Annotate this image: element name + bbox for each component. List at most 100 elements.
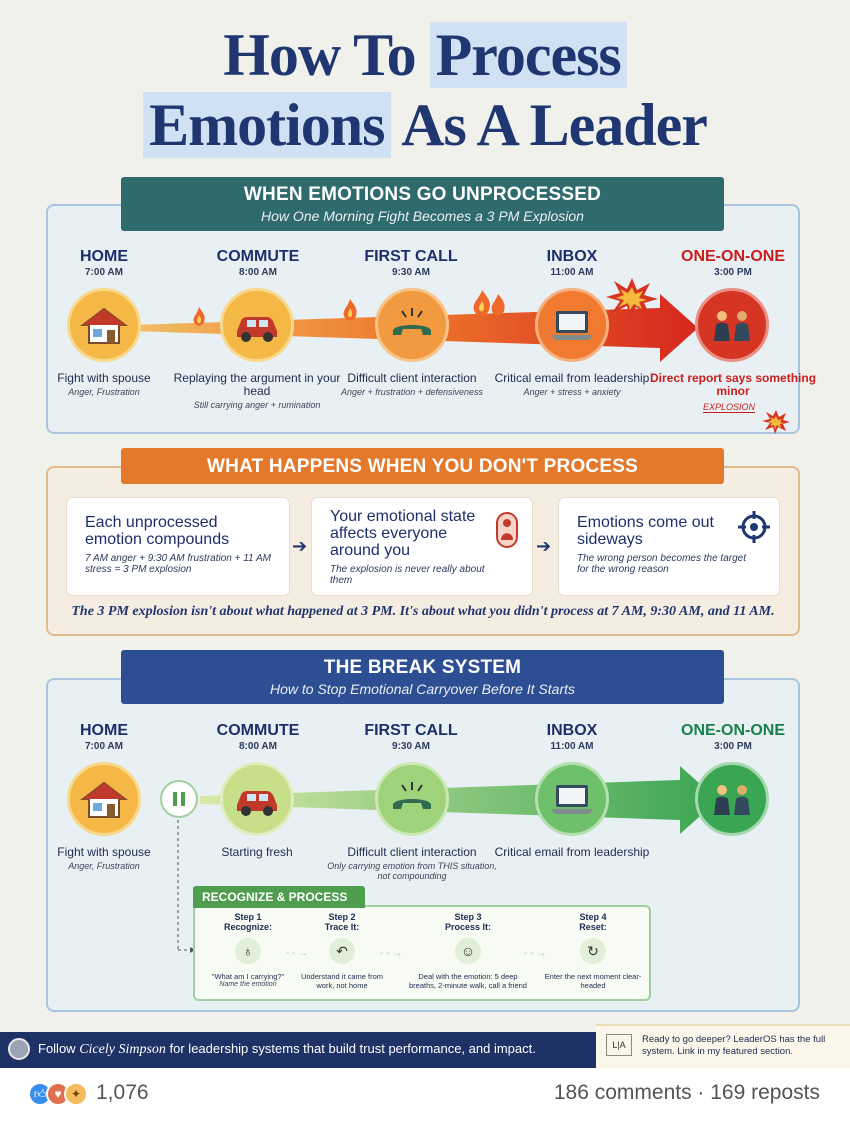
stage-emotion: Still carrying anger + rumination: [193, 400, 321, 410]
lightbulb-icon: ♁: [235, 938, 261, 964]
laptop-icon: [535, 762, 609, 836]
step-number: Step 3: [454, 912, 482, 922]
arrow-right-icon: ➔: [292, 536, 308, 556]
stage-desc: Replaying the argument in your head: [173, 371, 341, 398]
author-name[interactable]: Cicely Simpson: [79, 1042, 166, 1057]
follow-suffix: for leadership systems that build trust …: [165, 1041, 536, 1056]
stage-time: 3:00 PM: [714, 267, 752, 278]
card-title: Each unprocessed emotion compounds: [85, 514, 230, 548]
break-home-desc: Fight with spouse Anger, Frustration: [19, 845, 189, 872]
dashed-connector: [177, 820, 195, 953]
break-inbox-desc: Critical email from leadership: [487, 846, 657, 859]
flame-icon: [343, 299, 357, 321]
stage-time: 8:00 AM: [239, 267, 277, 278]
step-recognize: Step 1 Recognize: ♁ "What am I carrying?…: [198, 912, 298, 988]
section-title: THE BREAK SYSTEM: [323, 657, 522, 678]
stage-desc: Difficult client interaction: [347, 371, 477, 385]
stage-desc: Fight with spouse: [57, 845, 151, 859]
stage-time: 7:00 AM: [85, 267, 123, 278]
break-stage-inbox: INBOX 11:00 AM: [502, 722, 642, 752]
break-stage-one-on-one: ONE-ON-ONE 3:00 PM: [663, 722, 803, 752]
step-label: Trace It:: [324, 922, 360, 932]
stage-first-call-desc: Difficult client interaction Anger + fru…: [327, 371, 497, 398]
stage-name: ONE-ON-ONE: [681, 722, 785, 739]
stage-name: HOME: [80, 722, 128, 739]
break-stage-commute: COMMUTE 8:00 AM: [188, 722, 328, 752]
break-stage-home: HOME 7:00 AM: [34, 722, 174, 752]
arrow-right-icon: ➔: [536, 536, 552, 556]
stage-desc: Difficult client interaction: [347, 845, 477, 859]
laptop-icon: [535, 288, 609, 362]
stage-one-on-one: ONE-ON-ONE 3:00 PM: [663, 248, 803, 278]
step-desc: Deal with the emotion: 5 deep breaths, 2…: [409, 972, 527, 990]
explosion-icon: [606, 278, 658, 318]
card-title: Your emotional state affects everyone ar…: [330, 508, 476, 559]
flame-icon: [473, 290, 505, 316]
title-highlight: Process: [429, 22, 627, 88]
title-text: As A Leader: [390, 92, 708, 158]
break-stage-first-call: FIRST CALL 9:30 AM: [341, 722, 481, 752]
follow-prefix: Follow: [38, 1041, 80, 1056]
stage-name: FIRST CALL: [364, 722, 458, 739]
step-number: Step 1: [234, 912, 262, 922]
car-icon: [220, 762, 294, 836]
stage-name: ONE-ON-ONE: [681, 248, 785, 265]
section-title: WHEN EMOTIONS GO UNPROCESSED: [243, 184, 602, 205]
stage-name: COMMUTE: [216, 248, 300, 265]
stage-desc: Critical email from leadership: [494, 845, 650, 859]
step-trace: Step 2 Trace It: ↶ Understand it came fr…: [292, 912, 392, 990]
title-highlight: Emotions: [143, 92, 391, 158]
stage-home-desc: Fight with spouse Anger, Frustration: [19, 372, 189, 398]
section-subtitle: How to Stop Emotional Carryover Before I…: [269, 681, 575, 697]
break-first-call-desc: Difficult client interaction Only carryi…: [327, 845, 497, 882]
card-title: Emotions come out sideways: [577, 514, 714, 548]
stage-time: 11:00 AM: [550, 741, 594, 752]
stage-home: HOME 7:00 AM: [34, 248, 174, 278]
step-desc: "What am I carrying?": [211, 972, 285, 981]
step-arrow-icon: - - →: [286, 948, 309, 959]
stage-one-on-one-desc: Direct report says something minor: [648, 372, 818, 398]
avatar[interactable]: [8, 1038, 30, 1060]
break-commute-desc: Starting fresh: [172, 846, 342, 859]
step-label: Process It:: [444, 922, 492, 932]
stage-name: INBOX: [546, 722, 598, 739]
head-icon: ☺: [455, 938, 481, 964]
stage-time: 7:00 AM: [85, 741, 123, 752]
undo-arrow-icon: ↶: [329, 938, 355, 964]
stage-inbox: INBOX 11:00 AM: [502, 248, 642, 278]
lightbulb-icon: ✦: [64, 1082, 88, 1106]
step-label: Reset:: [579, 922, 607, 932]
cta-box: Ready to go deeper? LeaderOS has the ful…: [596, 1024, 850, 1068]
stage-time: 9:30 AM: [392, 267, 430, 278]
car-icon: [220, 288, 294, 362]
key-insight-quote: The 3 PM explosion isn't about what happ…: [71, 604, 775, 619]
stage-emotion: Anger, Frustration: [68, 387, 140, 397]
step-desc: Enter the next moment clear-headed: [544, 972, 642, 990]
stage-emotion: Anger + stress + anxiety: [523, 387, 621, 397]
unprocessed-banner: WHEN EMOTIONS GO UNPROCESSED How One Mor…: [121, 177, 724, 231]
comments-reposts-count[interactable]: 186 comments · 169 reposts: [553, 1081, 820, 1104]
stage-time: 9:30 AM: [392, 741, 430, 752]
target-icon: [738, 511, 770, 543]
title-text: How To: [223, 22, 430, 88]
recovery-arrow: [200, 766, 718, 834]
card-subtitle: The explosion is never really about them: [330, 564, 485, 586]
stage-emotion: Only carrying emotion from THIS situatio…: [327, 861, 497, 881]
stage-first-call: FIRST CALL 9:30 AM: [341, 248, 481, 278]
card-subtitle: The wrong person becomes the target for …: [577, 553, 746, 575]
step-number: Step 2: [328, 912, 356, 922]
step-process: Step 3 Process It: ☺ Deal with the emoti…: [404, 912, 532, 990]
page-title-line-2: Emotions As A Leader: [0, 92, 850, 158]
stage-emotion: Anger, Frustration: [68, 861, 140, 871]
stage-commute: COMMUTE 8:00 AM: [188, 248, 328, 278]
reaction-count[interactable]: 1,076: [96, 1081, 149, 1104]
recognize-process-title: RECOGNIZE & PROCESS: [193, 886, 365, 908]
step-label: Recognize:: [223, 922, 272, 932]
reactions-icons[interactable]: 👍︎ ♥ ✦: [28, 1082, 92, 1106]
step-arrow-icon: - - →: [380, 948, 403, 959]
person-icon: [496, 512, 518, 548]
stage-name: HOME: [80, 248, 128, 265]
meeting-icon: [695, 762, 769, 836]
flame-icon: [193, 307, 205, 326]
leaderos-logo: L|A: [606, 1034, 632, 1056]
